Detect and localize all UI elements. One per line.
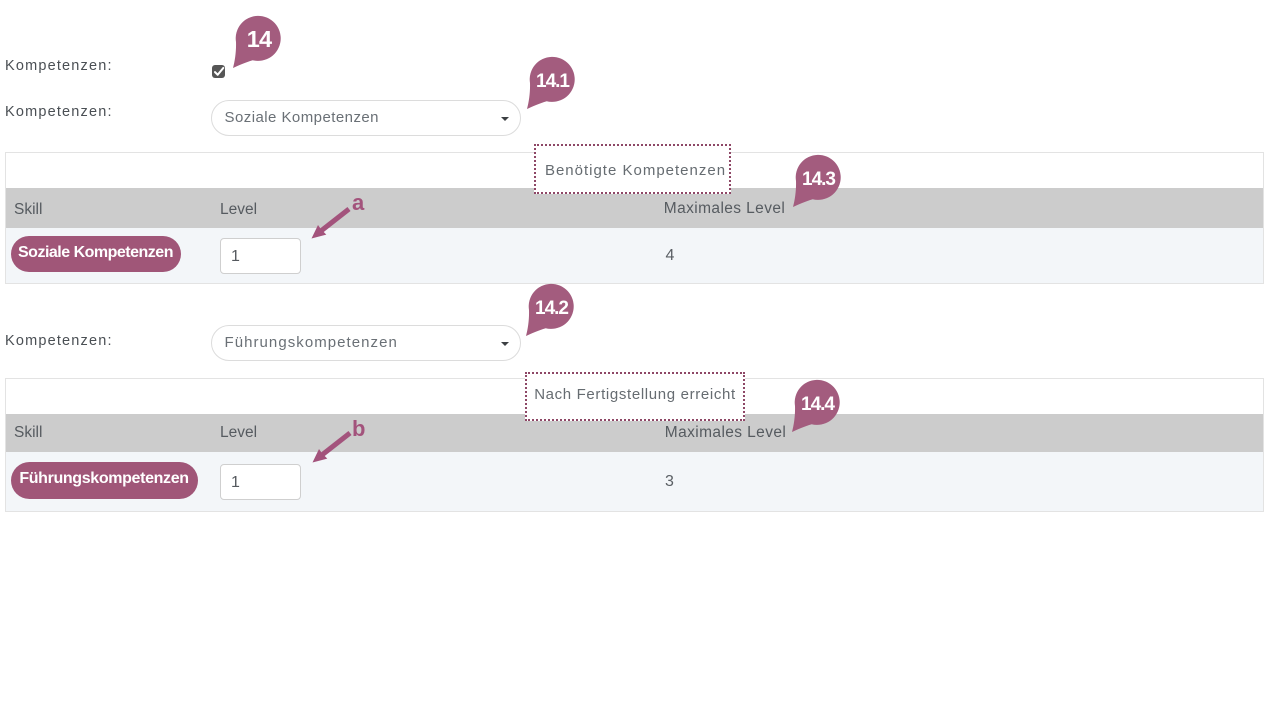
svg-text:14.3: 14.3 [802, 169, 835, 190]
svg-text:14.4: 14.4 [801, 394, 835, 415]
svg-text:14.2: 14.2 [535, 298, 568, 319]
svg-text:14: 14 [247, 26, 272, 52]
svg-text:14.1: 14.1 [536, 71, 570, 92]
